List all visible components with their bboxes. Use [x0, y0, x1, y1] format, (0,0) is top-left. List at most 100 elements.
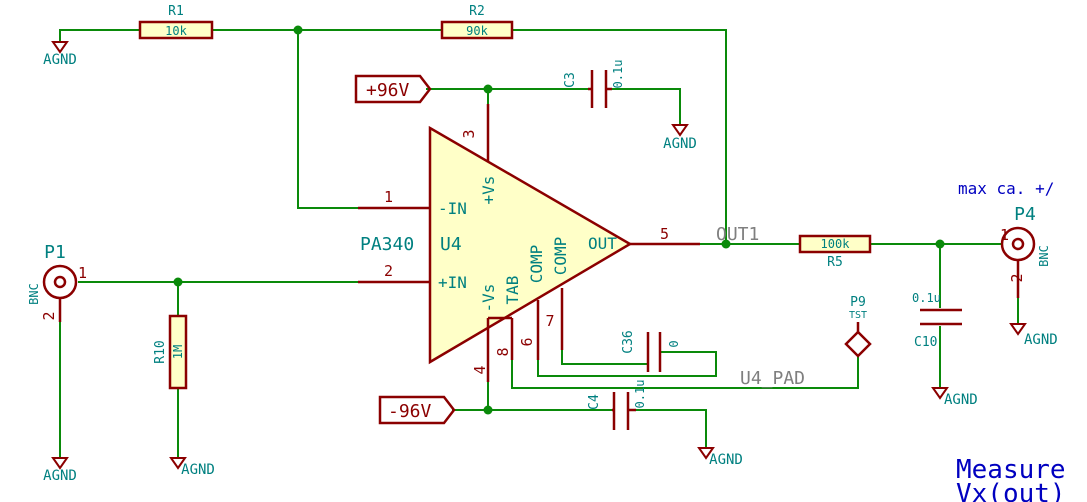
wire-feedback-inneg: [297, 30, 358, 209]
junction-dot: [483, 405, 493, 415]
testpoint-icon: [844, 330, 872, 358]
ground-label: AGND: [43, 52, 77, 68]
resistor-body: [440, 20, 514, 40]
pin-number: 2: [384, 262, 393, 280]
opamp-u4[interactable]: 1 2 3 4 5 8 6 7 -IN +IN +Vs -Vs OUT TAB …: [358, 104, 700, 382]
wire-agnd-r1: [59, 29, 140, 42]
junction-dot: [483, 84, 493, 94]
wire-c4-agnd: [636, 409, 707, 448]
opamp-part-number: PA340: [360, 234, 414, 255]
power-label-pos[interactable]: +96V: [354, 74, 432, 104]
pin-label: TAB: [503, 276, 522, 305]
pin-number: 5: [660, 225, 669, 243]
pin-label: OUT: [588, 234, 617, 253]
connector-p1[interactable]: P1 BNC 1 2: [27, 242, 87, 322]
connector-reference: P4: [1014, 204, 1036, 225]
resistor-body: [168, 314, 188, 390]
capacitor-reference: C3: [563, 72, 578, 88]
ground-label: AGND: [43, 468, 77, 484]
pin-label: -IN: [438, 199, 467, 218]
capacitor-value: 0.1u: [633, 380, 647, 409]
resistor-value: 100k: [821, 237, 851, 251]
testpoint-type: TST: [849, 310, 867, 321]
testpoint-reference: P9: [850, 295, 866, 310]
junction-dot: [293, 25, 303, 35]
opamp-body: [428, 125, 633, 365]
pin-number: 7: [545, 312, 554, 330]
net-label-u4-pad: U4_PAD: [740, 368, 805, 389]
capacitor-value: 0: [667, 340, 681, 347]
power-flag: [378, 395, 456, 425]
resistor-r5[interactable]: 100k R5: [798, 234, 872, 270]
resistor-value: 1M: [171, 345, 185, 359]
ground-symbols: AGND AGND AGND AGND AGND AGND AGND: [43, 41, 1058, 484]
pin-number: 1: [1000, 226, 1009, 244]
resistor-r10[interactable]: R10 1M: [153, 314, 188, 390]
capacitor-reference: C36: [621, 330, 636, 353]
wire-c3-agnd: [612, 88, 681, 125]
capacitor-c3[interactable]: C3 0.1u: [563, 60, 625, 108]
power-label-neg[interactable]: -96V: [378, 395, 456, 425]
connector-p4[interactable]: P4 BNC 1 2: [1000, 204, 1051, 298]
capacitor-c10[interactable]: 0.1u C10: [912, 291, 962, 350]
pin-number: 2: [1008, 273, 1026, 282]
connector-type: BNC: [1037, 245, 1051, 267]
ground-icon: AGND: [43, 41, 77, 68]
ground-label: AGND: [663, 136, 697, 152]
note-measure-line2: Vx(out): [956, 479, 1066, 502]
note-max: max ca. +/: [958, 179, 1054, 198]
ground-icon: AGND: [931, 387, 978, 408]
connector-type: BNC: [27, 283, 41, 305]
resistor-reference: R2: [469, 4, 485, 19]
capacitor-c4[interactable]: C4 0.1u: [587, 380, 647, 430]
resistor-value: 90k: [466, 24, 488, 38]
connector-reference: P1: [44, 242, 66, 263]
resistor-body: [138, 20, 214, 40]
opamp-reference: U4: [440, 234, 462, 255]
ground-icon: AGND: [697, 447, 743, 468]
pin-label: +IN: [438, 273, 467, 292]
ground-icon: AGND: [43, 457, 77, 484]
pin-number: 3: [460, 129, 478, 138]
resistor-body: [798, 234, 872, 254]
resistor-reference: R10: [153, 340, 168, 363]
note-measure-line1: Measure: [956, 455, 1066, 485]
resistor-r2[interactable]: R2 90k: [440, 4, 514, 40]
ground-label: AGND: [1024, 332, 1058, 348]
resistor-reference: R5: [827, 255, 843, 270]
power-flag: [354, 74, 432, 104]
junction-dot: [935, 239, 945, 249]
ground-icon: AGND: [169, 457, 215, 478]
capacitor-c36[interactable]: C36 0: [621, 330, 681, 372]
junction-dot: [173, 277, 183, 287]
pin-number: 1: [78, 264, 87, 282]
power-label-text: -96V: [388, 401, 432, 422]
bnc-inner-icon: [1011, 237, 1025, 251]
power-label-text: +96V: [366, 80, 410, 101]
pin-number: 4: [471, 365, 489, 374]
resistor-r1[interactable]: R1 10k: [138, 4, 214, 40]
capacitor-reference: C10: [914, 335, 937, 350]
ground-label: AGND: [944, 392, 978, 408]
junction-dot: [721, 239, 731, 249]
ground-label: AGND: [181, 462, 215, 478]
ground-icon: AGND: [1009, 323, 1058, 348]
capacitor-reference: C4: [587, 394, 602, 410]
capacitor-value: 0.1u: [611, 60, 625, 89]
net-label-out1: OUT1: [716, 224, 759, 245]
bnc-outer-icon: [42, 264, 78, 300]
pin-number: 8: [494, 347, 512, 356]
pin-label: +Vs: [479, 176, 498, 205]
resistor-reference: R1: [168, 4, 184, 19]
pin-label: -Vs: [479, 284, 498, 313]
pin-number: 2: [40, 311, 58, 320]
junctions: [173, 25, 945, 415]
pin-label: COMP: [527, 245, 546, 284]
testpoint-p9[interactable]: P9 TST: [844, 295, 872, 358]
bnc-inner-icon: [53, 275, 67, 289]
ground-label: AGND: [709, 452, 743, 468]
ground-icon: AGND: [663, 124, 697, 152]
wire-r2-out: [512, 29, 727, 244]
capacitor-value: 0.1u: [912, 291, 941, 305]
